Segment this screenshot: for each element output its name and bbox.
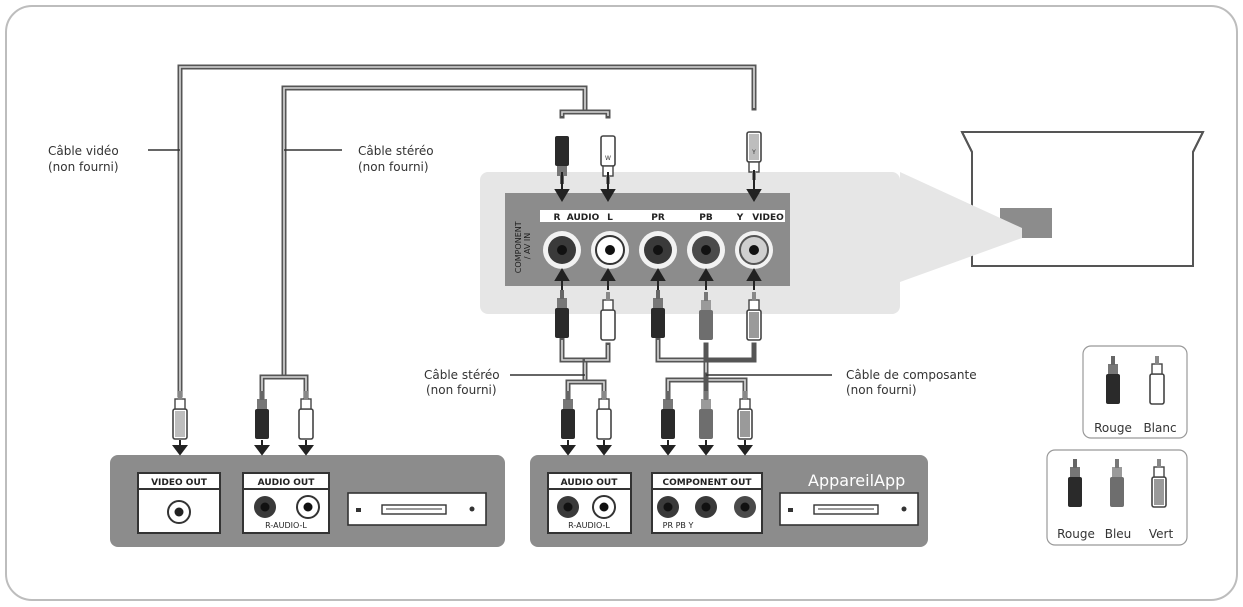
plug-top-yellow [746, 131, 762, 181]
label-audio-r: R [554, 213, 561, 223]
label-cable-component: Câble de composante (non fourni) [846, 368, 980, 397]
plugs-under-panel [555, 290, 762, 341]
label-pr: PR [651, 213, 665, 223]
legend-plug-comp-green [1151, 458, 1167, 508]
tv-panel-jack-labels: R AUDIO L PR PB Y VIDEO [554, 213, 785, 223]
arrows-down [172, 440, 753, 456]
plug-mark-top-white: W [605, 155, 611, 162]
legend-component: Rouge Bleu Vert [1046, 449, 1188, 546]
player-icon-left [347, 492, 487, 526]
cable-stereo-top [259, 85, 611, 401]
source-device-right: AUDIO OUT R-AUDIO-L COMPONENT OUT PR PB … [530, 455, 928, 547]
arrows-up [554, 268, 762, 290]
cable-video [177, 64, 757, 398]
legend-stereo: Rouge Blanc [1082, 345, 1188, 439]
leader-lines [148, 149, 832, 376]
plug-dev-comp-green [737, 390, 753, 440]
component-sub-label: PR PB Y [663, 521, 694, 530]
label-cable-stereo-mid: Câble stéréo (non fourni) [424, 368, 503, 397]
label-cable-stereo-top: Câble stéréo (non fourni) [358, 144, 437, 174]
tv-jacks [543, 231, 773, 269]
legend-label-comp-rouge: Rouge [1057, 527, 1095, 541]
label-cable-video: Câble vidéo (non fourni) [48, 144, 123, 174]
plugs-top: W Y [555, 131, 762, 185]
jack-audio-l-left-device [296, 495, 320, 519]
plugs-device-side [172, 390, 753, 440]
player-icon-right [779, 492, 919, 526]
jack-audio-l-right-device [592, 495, 616, 519]
jack-video [735, 231, 773, 269]
jack-component-y [734, 496, 756, 518]
cable-component [655, 337, 757, 401]
arrows-top [554, 170, 762, 202]
label-audio: AUDIO [567, 213, 600, 223]
jack-pb [687, 231, 725, 269]
watermark-text: AppareilApp [808, 471, 905, 490]
plug-mark-top-yellow: Y [751, 149, 756, 156]
jack-video-out [167, 500, 191, 524]
audio-out-label-right: AUDIO OUT [561, 478, 619, 488]
jack-component-pb [695, 496, 717, 518]
audio-sub-label-left: R-AUDIO-L [265, 521, 307, 530]
plug-dev-video [172, 390, 188, 440]
audio-sub-label-right: R-AUDIO-L [568, 521, 610, 530]
jack-component-pr [657, 496, 679, 518]
video-out-label: VIDEO OUT [151, 478, 208, 488]
tv-illustration [960, 131, 1205, 267]
tv-panel-vertical-label: COMPONENT / AV IN [514, 219, 532, 273]
jack-audio-r-left-device [254, 496, 276, 518]
jack-audio-r-right-device [557, 496, 579, 518]
cable-stereo-mid [559, 337, 611, 401]
label-audio-l: L [607, 213, 613, 223]
component-out-label: COMPONENT OUT [662, 478, 752, 488]
legend-label-blanc: Blanc [1143, 421, 1176, 435]
legend-label-vert: Vert [1149, 527, 1174, 541]
source-device-left: VIDEO OUT AUDIO OUT R-AUDIO-L [110, 455, 505, 547]
audio-out-label-left: AUDIO OUT [258, 478, 316, 488]
label-video: VIDEO [752, 213, 784, 223]
label-y: Y [736, 213, 744, 223]
jack-audio-l [591, 231, 629, 269]
jack-pr [639, 231, 677, 269]
legend-label-bleu: Bleu [1105, 527, 1132, 541]
plug-mid-comp-green [746, 291, 762, 341]
jack-audio-r [543, 231, 581, 269]
legend-label-rouge: Rouge [1094, 421, 1132, 435]
label-pb: PB [699, 213, 713, 223]
zoom-highlight [900, 172, 1022, 282]
